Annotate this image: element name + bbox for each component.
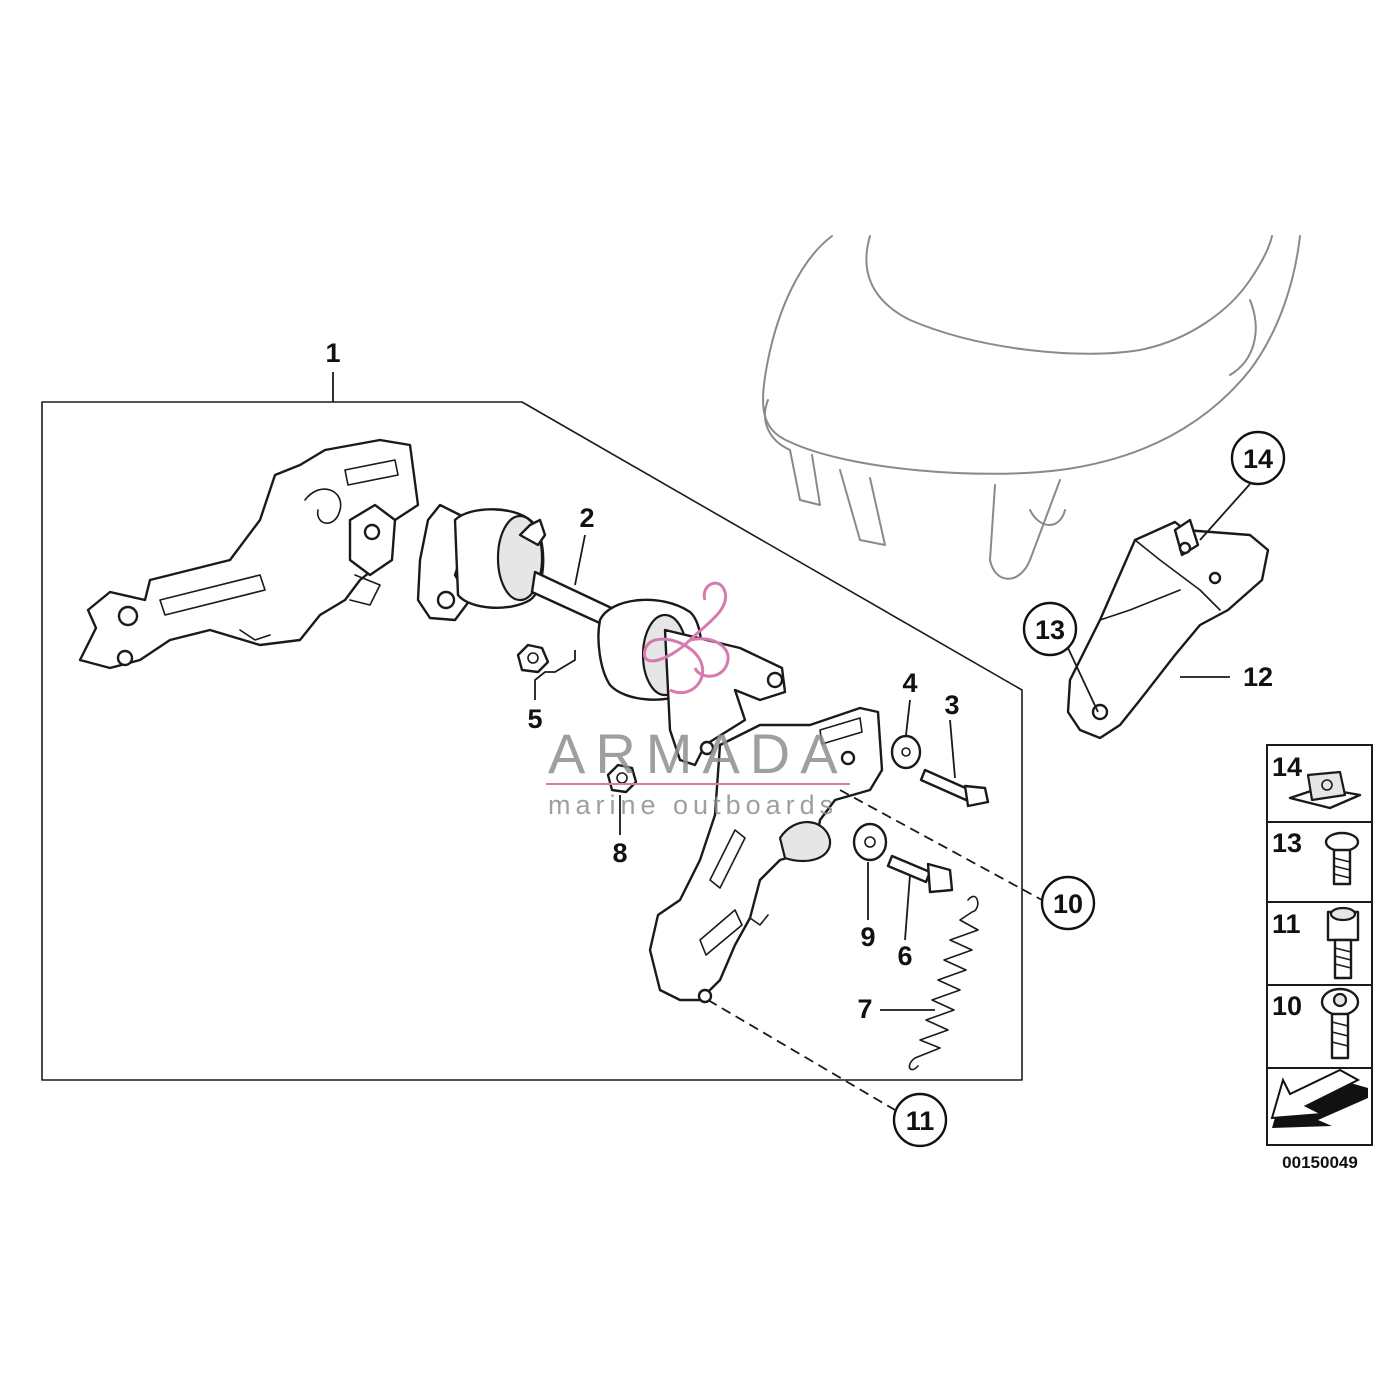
- lower-bracket: [648, 706, 884, 1004]
- callout-14: 14: [1243, 444, 1273, 474]
- legend-label-10: 10: [1272, 991, 1302, 1021]
- axle-assembly: [416, 503, 787, 767]
- callout-4: 4: [902, 668, 917, 698]
- watermark-logo-icon: [643, 581, 730, 695]
- callout-10: 10: [1053, 889, 1083, 919]
- callout-5: 5: [527, 704, 542, 734]
- callout-7: 7: [857, 994, 872, 1024]
- left-mounting-bracket: [78, 438, 420, 670]
- callout-13: 13: [1035, 615, 1065, 645]
- legend-label-14: 14: [1272, 752, 1302, 782]
- spring-item-7: [908, 895, 979, 1071]
- callout-12: 12: [1243, 662, 1273, 692]
- callout-11: 11: [906, 1106, 935, 1136]
- legend-label-11: 11: [1272, 909, 1301, 939]
- callout-8: 8: [612, 838, 627, 868]
- bolt-item-6: [886, 854, 954, 894]
- callout-labels: 1 2 3 4 5 6 7 8 9 12: [325, 338, 1273, 1024]
- watermark-tagline: marine outboards: [548, 790, 838, 820]
- reference-number: 00150049: [1282, 1153, 1358, 1172]
- callout-1: 1: [325, 338, 340, 368]
- nut-item-5: [516, 643, 550, 674]
- legend-panel: 14 13 11 10: [1266, 744, 1373, 1146]
- watermark: ARMADA marine outboards: [546, 581, 850, 820]
- leader-lines: [534, 483, 1251, 1111]
- direction-arrow-icon: [1270, 1068, 1368, 1128]
- callout-2: 2: [579, 503, 594, 533]
- kit-outline: [41, 372, 1023, 1081]
- screw-10-icon: [1320, 987, 1360, 1060]
- bolt-11-icon: [1326, 906, 1360, 980]
- nut-item-8: [606, 763, 638, 794]
- legend-label-13: 13: [1272, 828, 1302, 858]
- washer-item-4: [890, 734, 922, 770]
- clip-nut-icon: [1288, 770, 1362, 810]
- seat-outline: [762, 235, 1301, 580]
- watermark-brand: ARMADA: [548, 722, 848, 785]
- circled-callouts: 10 11 13 14: [892, 430, 1286, 1148]
- callout-9: 9: [860, 922, 875, 952]
- callout-6: 6: [897, 941, 912, 971]
- screw-13-icon: [1324, 831, 1360, 886]
- bolt-item-3: [919, 768, 990, 808]
- bracket-cover-item-12: [1066, 518, 1270, 740]
- washer-item-9: [852, 822, 888, 862]
- callout-3: 3: [944, 690, 959, 720]
